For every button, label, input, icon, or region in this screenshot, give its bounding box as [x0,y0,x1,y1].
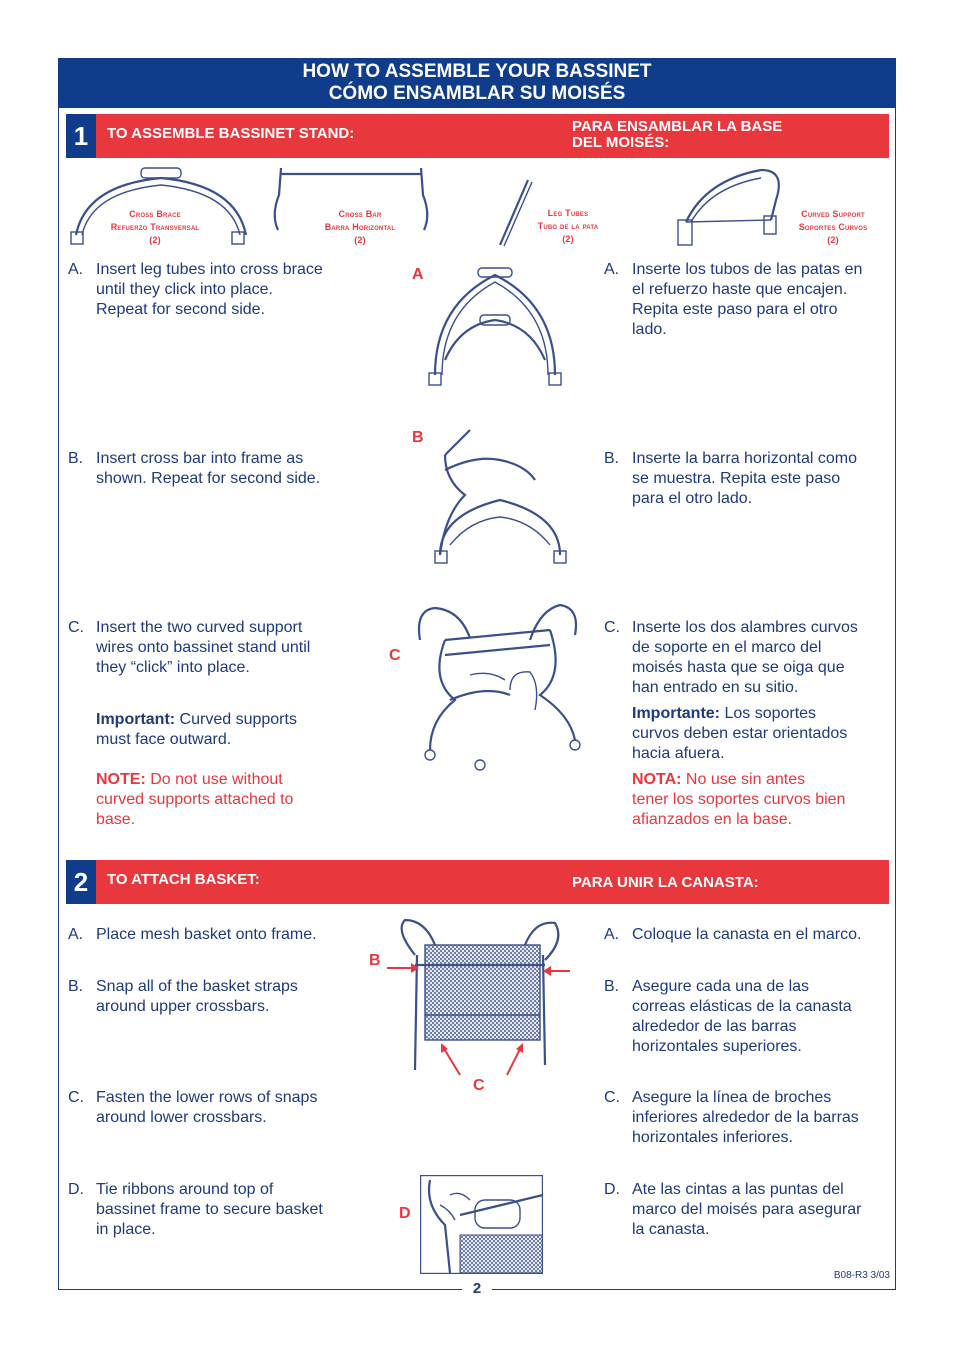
section-2-header [66,860,889,904]
figure-1b-drawing [434,429,567,564]
cross-bar-drawing [273,167,429,231]
figure2-label-b: B [369,952,381,969]
figure-label-c: C [389,647,401,664]
section-1-title-en: TO ASSEMBLE BASSINET STAND: [107,125,355,142]
page-number: 2 [462,1280,492,1297]
figure-1c-drawing [417,603,581,771]
section-2-title-en: TO ATTACH BASKET: [107,871,260,888]
figure-label-b: B [412,429,424,446]
important-note-es: Importante: Los soportes curvos deben es… [632,705,848,762]
parts-illustrations [70,167,780,247]
section-2-title-es: PARA UNIR LA CANASTA: [572,874,759,891]
document-code: B08-R3 3/03 [833,1270,890,1281]
figure-1a-drawing [428,267,562,386]
curved-support-drawing [677,168,780,246]
section-1-header [66,114,889,158]
leg-tube-drawing [498,179,533,247]
warning-note-en: NOTE: Do not use without curved supports… [96,771,294,828]
title-line-es: CÓMO ENSAMBLAR SU MOISÉS [328,83,626,104]
cross-brace-drawing [70,167,248,245]
figure-label-a: A [412,266,424,283]
warning-note-es: NOTA: No use sin antes tener los soporte… [632,771,846,828]
figure-2d-drawing [420,1175,543,1274]
figure2-label-d: D [399,1205,411,1222]
page-title: HOW TO ASSEMBLE YOUR BASSINET CÓMO ENSAM… [58,58,896,108]
section-1-number: 1 [66,114,96,158]
title-line-en: HOW TO ASSEMBLE YOUR BASSINET [302,61,652,82]
section-1-title-es: PARA ENSAMBLAR LA BASE DEL MOISÉS: [572,118,783,151]
important-note-en: Important: Curved supports must face out… [96,711,297,748]
section-2-number: 2 [66,860,96,904]
figure2-label-c: C [473,1077,485,1094]
figure-2bc-drawing [387,918,570,1076]
